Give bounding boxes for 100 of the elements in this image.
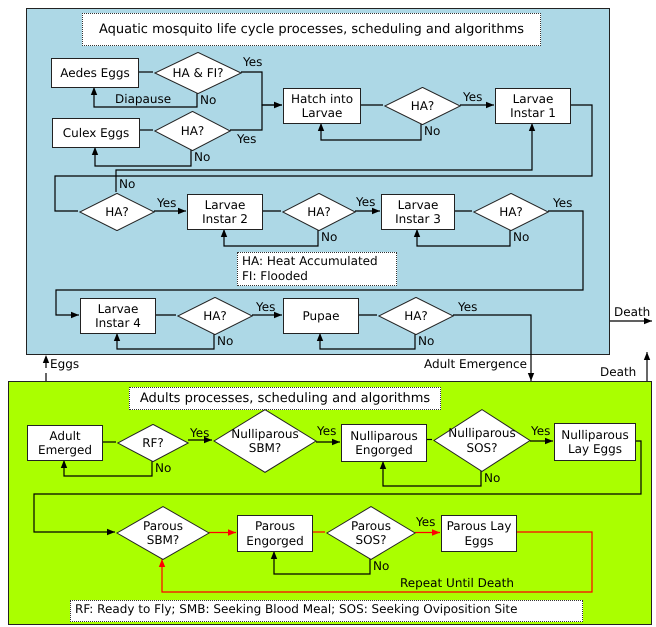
- edge-label: Yes: [553, 197, 572, 210]
- arrow: [209, 529, 236, 536]
- connector-line: [138, 71, 153, 73]
- arrow: [220, 229, 319, 247]
- edge-label: Yes: [458, 301, 478, 314]
- process-box: Parous Engorged: [237, 515, 313, 552]
- arrow: [318, 123, 422, 141]
- edge-label: No: [373, 560, 390, 573]
- arrow: [316, 438, 340, 446]
- process-box: Pupae: [283, 298, 359, 334]
- decision-diamond: HA?: [473, 193, 549, 231]
- note-text: Adult Emergence: [424, 358, 527, 371]
- process-box: Hatch into Larvae: [283, 88, 361, 124]
- edge-label: No: [418, 335, 434, 348]
- edge-label: Yes: [243, 56, 262, 69]
- edge-label: No: [155, 462, 172, 475]
- edge-label: Yes: [356, 196, 376, 209]
- arrow: [158, 531, 593, 593]
- panel-title: Adults processes, scheduling and algorithms: [129, 387, 441, 410]
- decision-diamond: Parous SOS?: [326, 506, 416, 560]
- process-box: Larvae Instar 3: [381, 194, 455, 230]
- arrow: [33, 440, 642, 536]
- decision-diamond: Nulliparous SBM?: [213, 409, 317, 473]
- decision-diamond: HA?: [378, 297, 454, 335]
- connector-line: [155, 314, 176, 316]
- panel-title: Aquatic mosquito life cycle processes, scheduling and algorithms: [82, 13, 541, 46]
- arrow: [188, 436, 212, 444]
- arrow: [530, 438, 553, 444]
- decision-diamond: Parous SBM?: [116, 506, 210, 560]
- edge-label: Yes: [416, 516, 436, 529]
- decision-diamond: Nulliparous SOS?: [433, 409, 531, 472]
- connector-line: [312, 531, 325, 533]
- arrow: [55, 210, 584, 318]
- connector-line: [102, 441, 116, 443]
- process-box: Larvae Instar 4: [80, 298, 156, 334]
- decision-diamond: RF?: [117, 424, 189, 462]
- edge-label: Death: [600, 366, 636, 379]
- decision-diamond: HA & FI?: [154, 52, 242, 94]
- decision-diamond: HA?: [384, 87, 461, 125]
- decision-diamond: HA?: [177, 297, 253, 335]
- arrow: [252, 312, 282, 318]
- decision-diamond: HA?: [79, 193, 155, 231]
- edge-label: No: [119, 178, 136, 191]
- panel: [26, 8, 610, 355]
- edge-label: Eggs: [50, 358, 80, 371]
- arrow: [114, 333, 215, 350]
- note-text: RF: Ready to Fly; SMB: Seeking Blood Meal; SOS: Seeking Oviposition Site: [75, 602, 519, 617]
- arrow: [453, 314, 534, 381]
- process-box: Culex Eggs: [52, 118, 140, 148]
- connector-line: [139, 129, 153, 131]
- edge-label: Yes: [317, 425, 336, 438]
- process-box: Nulliparous Lay Eggs: [554, 423, 636, 461]
- edge-label: No: [424, 125, 440, 138]
- process-box: Aedes Eggs: [51, 58, 139, 88]
- connector-line: [358, 314, 377, 316]
- edge-label: Yes: [237, 133, 256, 146]
- arrow: [355, 208, 380, 214]
- edge-label: No: [200, 94, 216, 107]
- decision-diamond: HA?: [154, 111, 231, 151]
- arrow: [42, 355, 50, 381]
- connector-line: [262, 210, 281, 212]
- panel: [8, 381, 652, 625]
- note-text: FI: Flooded: [242, 269, 309, 284]
- edge-label: No: [484, 472, 500, 485]
- edge-label: Yes: [463, 91, 482, 104]
- arrow: [316, 333, 416, 350]
- arrow: [460, 102, 494, 108]
- process-box: Adult Emerged: [27, 425, 103, 461]
- process-box: Larvae Instar 1: [495, 88, 571, 124]
- process-box: Parous Lay Eggs: [441, 515, 517, 552]
- arrow: [644, 352, 650, 381]
- connector-line: [54, 104, 593, 212]
- edge-label: Yes: [157, 197, 176, 210]
- arrow: [92, 147, 192, 167]
- edge-label: Death: [614, 306, 650, 319]
- arrow: [414, 229, 511, 247]
- edge-label: Repeat Until Death: [400, 577, 514, 590]
- arrow: [270, 551, 371, 575]
- arrow: [415, 529, 440, 536]
- edge-label: Yes: [256, 301, 276, 314]
- edge-label: No: [194, 151, 210, 164]
- note-text: HA: Heat Accumulated: [242, 254, 379, 269]
- edge-label: No: [217, 335, 234, 348]
- arrow: [230, 102, 282, 131]
- process-box: Nulliparous Engorged: [341, 424, 427, 462]
- connector-line: [426, 438, 432, 440]
- edge-label: Yes: [531, 425, 550, 438]
- edge-label: No: [513, 231, 530, 244]
- connector-line: [454, 210, 472, 212]
- arrow: [610, 318, 652, 324]
- edge-label: No: [321, 231, 338, 244]
- arrow: [60, 460, 153, 477]
- decision-diamond: HA?: [282, 193, 356, 231]
- edge-label: Yes: [190, 427, 210, 440]
- connector-line: [360, 104, 383, 106]
- arrow: [380, 461, 482, 487]
- process-box: Larvae Instar 2: [187, 194, 263, 230]
- note-text: Diapause: [115, 93, 172, 106]
- arrow: [115, 123, 536, 192]
- arrow: [154, 208, 186, 214]
